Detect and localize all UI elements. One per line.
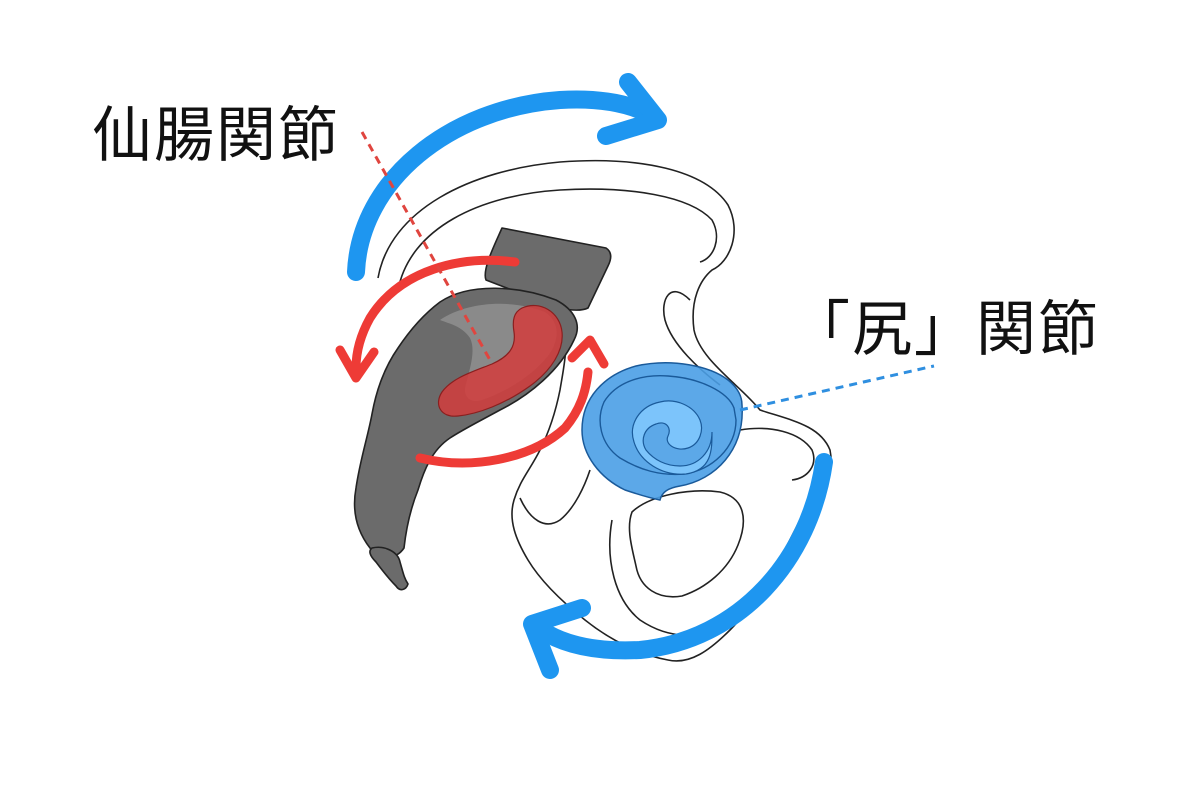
blue-arrow-bottom — [539, 453, 833, 660]
red-arrow-upper-head — [335, 345, 379, 383]
blue-arrow-top — [347, 90, 649, 281]
sacroiliac-rotation-arrows — [335, 255, 609, 468]
blue-arrow-bottom-head — [523, 599, 591, 679]
hip-joint-acetabulum — [581, 362, 743, 501]
blue-arrow-top-head — [597, 73, 667, 145]
sacroiliac-joint-highlight — [437, 304, 563, 417]
acetabulum-fossa — [631, 400, 713, 475]
ischium-line — [519, 469, 591, 525]
red-arrow-upper — [351, 255, 520, 373]
hip-leader-line — [739, 364, 935, 412]
iliac-fossa-outline — [397, 188, 718, 291]
sacroiliac-joint-label: 仙腸関節 — [92, 101, 340, 171]
coccyx — [369, 546, 409, 591]
obturator-foramen — [628, 490, 745, 598]
pelvis-rotation-arrows — [347, 73, 833, 679]
pubic-rim-line — [739, 427, 815, 481]
hip-joint-label: 「尻」関節 — [790, 295, 1100, 365]
red-arrow-lower — [415, 367, 593, 468]
sacroiliac-leader-line — [360, 131, 492, 361]
red-arrow-lower-head — [567, 335, 609, 369]
